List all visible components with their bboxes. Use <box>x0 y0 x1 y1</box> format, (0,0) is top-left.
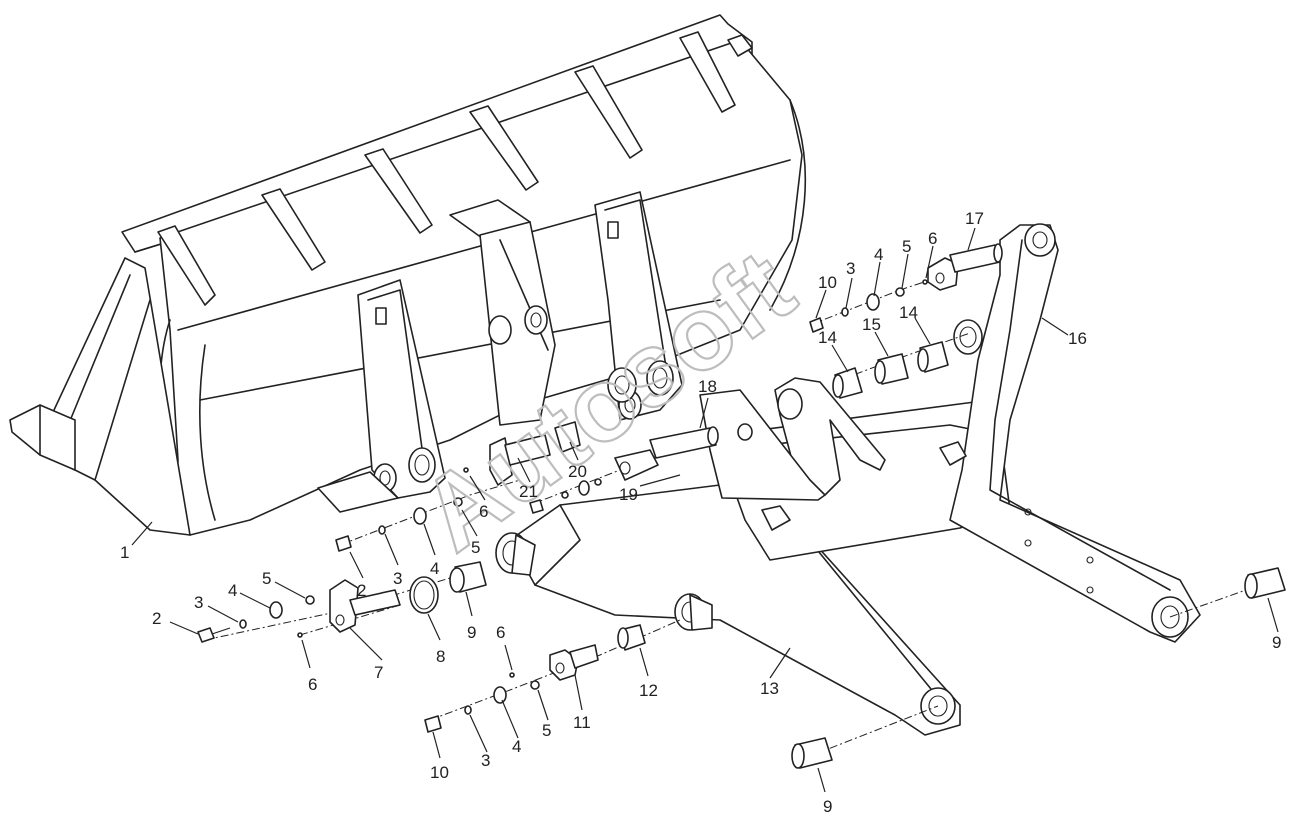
callout-20: 20 <box>568 462 587 481</box>
callout-3: 3 <box>846 259 855 278</box>
callout-5: 5 <box>471 538 480 557</box>
callout-6: 6 <box>308 675 317 694</box>
callout-6: 6 <box>479 502 488 521</box>
callout-12: 12 <box>639 681 658 700</box>
callout-4: 4 <box>512 737 521 756</box>
callout-4: 4 <box>430 559 439 578</box>
callout-15: 15 <box>862 315 881 334</box>
callout-18: 18 <box>698 377 717 396</box>
callout-14: 14 <box>899 303 918 322</box>
callout-5: 5 <box>262 569 271 588</box>
callout-9: 9 <box>467 623 476 642</box>
callout-5: 5 <box>902 237 911 256</box>
callout-labels: 1 2 3 4 5 6 7 8 9 2 3 4 5 6 21 20 19 18 … <box>120 209 1281 816</box>
callout-6: 6 <box>928 229 937 248</box>
callout-10: 10 <box>818 273 837 292</box>
callout-8: 8 <box>436 647 445 666</box>
callout-4: 4 <box>874 245 883 264</box>
callout-16: 16 <box>1068 329 1087 348</box>
callout-2: 2 <box>357 581 366 600</box>
callout-4: 4 <box>228 581 237 600</box>
callout-21: 21 <box>519 482 538 501</box>
callout-3: 3 <box>481 751 490 770</box>
callout-3: 3 <box>194 593 203 612</box>
callout-1: 1 <box>120 543 129 562</box>
arms <box>495 223 1201 736</box>
callout-2: 2 <box>152 609 161 628</box>
callout-9: 9 <box>823 797 832 816</box>
callout-19: 19 <box>619 485 638 504</box>
callout-3: 3 <box>393 569 402 588</box>
callout-17: 17 <box>965 209 984 228</box>
callout-10: 10 <box>430 763 449 782</box>
callout-14: 14 <box>818 328 837 347</box>
small-parts <box>197 243 1286 769</box>
callout-7: 7 <box>374 663 383 682</box>
callout-11: 11 <box>573 713 591 732</box>
leader-lines <box>131 227 1279 793</box>
callout-9: 9 <box>1272 633 1281 652</box>
callout-5: 5 <box>542 721 551 740</box>
callout-6: 6 <box>496 623 505 642</box>
callout-13: 13 <box>760 679 779 698</box>
bucket <box>9 14 807 536</box>
